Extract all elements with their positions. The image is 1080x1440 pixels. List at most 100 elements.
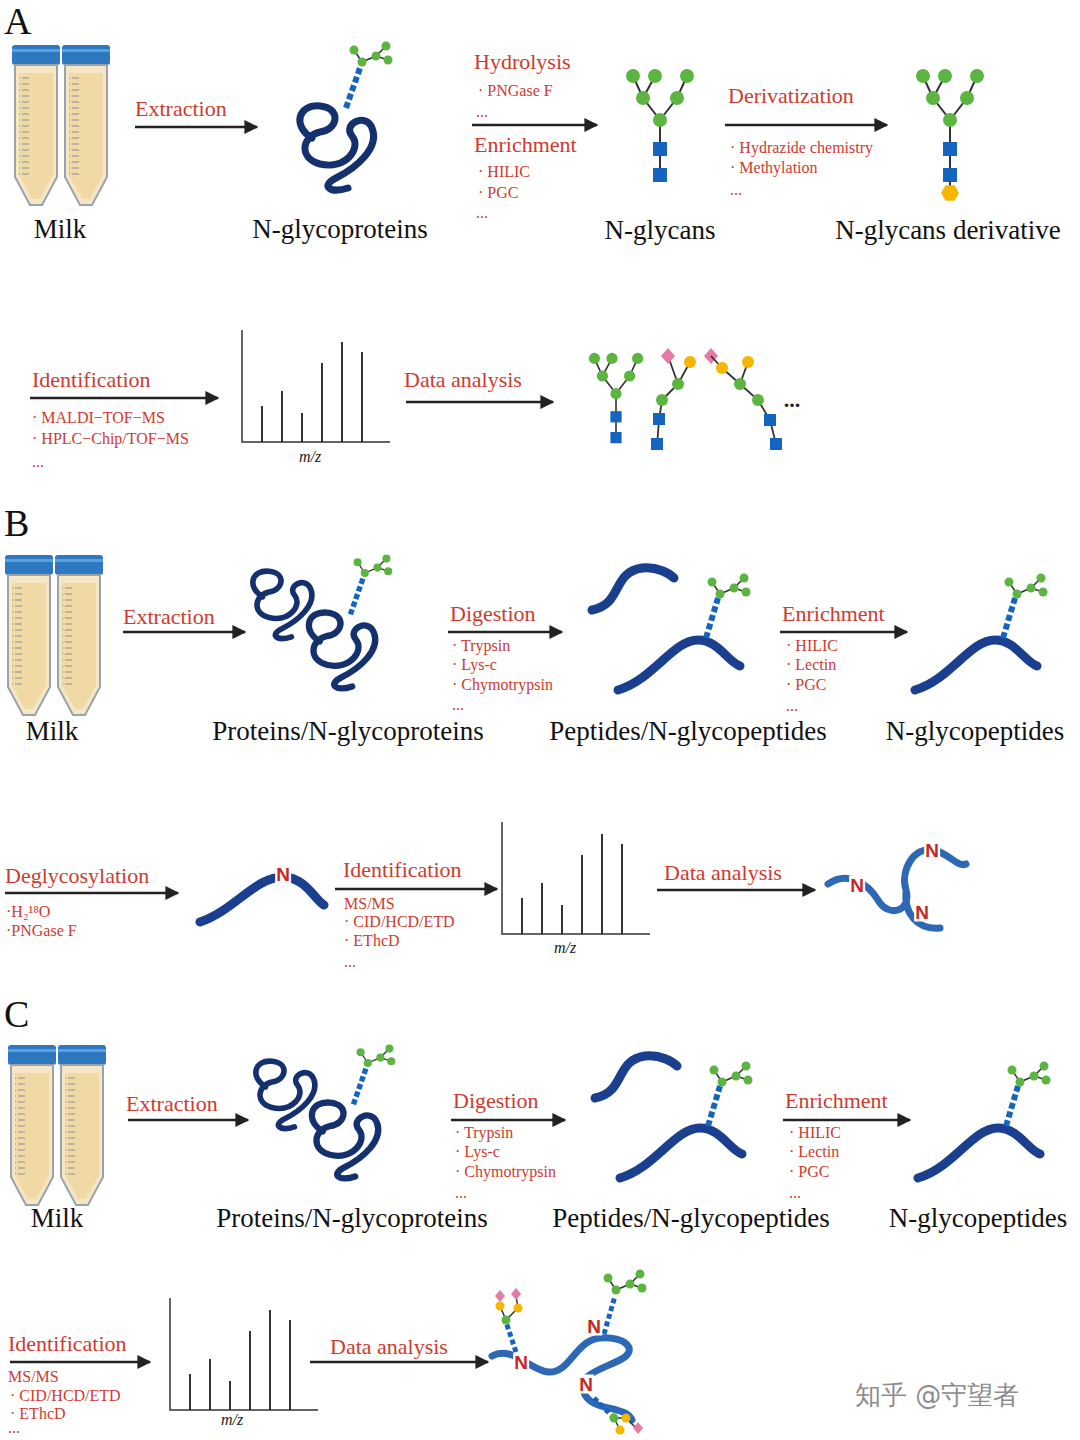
method-item: · Lectin [789, 1143, 839, 1161]
glycoprotein-result [492, 1270, 647, 1435]
stage-node: m/z [165, 1296, 310, 1410]
protein-fold [253, 571, 312, 638]
axis-label: m/z [554, 939, 576, 957]
mass-spectrum [242, 330, 390, 442]
step-heading: Data analysis [330, 1335, 448, 1359]
step-arrow [123, 631, 245, 634]
step-heading: Digestion [453, 1089, 539, 1113]
site-marker: N [586, 1317, 602, 1336]
method-item: · HILIC [786, 637, 838, 655]
step-arrow [657, 889, 815, 892]
step-arrow [5, 892, 178, 895]
method-item: · Lectin [786, 656, 836, 674]
step-heading: Identification [8, 1332, 127, 1356]
method-item: · Lys-c [452, 656, 497, 674]
method-item: · PGC [786, 676, 826, 694]
stage-node: m/z [236, 328, 406, 448]
stage-caption: Milk [31, 1203, 84, 1234]
stage-node: N-glycans derivative [887, 42, 997, 212]
step-heading: Enrichment [785, 1089, 888, 1113]
stage-node: Milk [8, 1042, 128, 1207]
n-glycan-icon [589, 353, 643, 443]
panel-letter: C [4, 994, 29, 1036]
step-arrow [725, 124, 887, 127]
step-arrow [448, 631, 562, 634]
step-heading: Extraction [123, 605, 215, 629]
glycopeptide-icon [620, 1062, 753, 1179]
panel-letter: B [4, 503, 29, 545]
stage-caption: N-glycans [605, 215, 716, 246]
step-arrow [406, 401, 553, 404]
tube-icon [12, 45, 60, 205]
stage-caption: N-glycans derivative [835, 215, 1061, 246]
mass-spectrum [502, 822, 650, 934]
step-arrow [10, 1361, 150, 1364]
method-item: ·PNGase F [6, 922, 77, 940]
step-heading: Hydrolysis [474, 50, 571, 74]
stage-caption: N-glycopeptides [886, 716, 1064, 747]
glycopeptide-icon [915, 574, 1048, 691]
method-item: ... [344, 953, 356, 971]
site-marker: N [578, 1375, 594, 1394]
site-marker: N [513, 1353, 529, 1372]
stage-node: N-glycans [597, 42, 725, 212]
tube-icon [58, 1045, 106, 1205]
peptide-icon [200, 877, 324, 922]
stage-caption: Milk [26, 716, 79, 747]
step-heading: Data analysis [404, 368, 522, 392]
n-glycan-icon [916, 69, 984, 182]
step-arrow [135, 126, 257, 129]
method-item: · Trypsin [452, 637, 510, 655]
method-item: · HPLC−Chip/TOF−MS [32, 430, 189, 448]
step-heading: Identification [343, 858, 462, 882]
step-arrow [335, 888, 497, 891]
protein-fold [256, 1061, 315, 1128]
stage-caption: Milk [34, 214, 87, 245]
step-arrow [780, 631, 907, 634]
step-arrow [30, 397, 218, 400]
step-heading: Data analysis [664, 861, 782, 885]
step-arrow [128, 1119, 248, 1122]
method-item: · MALDI−TOF−MS [32, 409, 165, 427]
hydrazide-tag [941, 185, 959, 201]
method-item: · EThcD [344, 932, 400, 950]
tube-icon [8, 1045, 56, 1205]
method-item: MS/MS [344, 895, 395, 913]
step-heading: Extraction [126, 1092, 218, 1116]
method-item: ... [786, 697, 798, 715]
method-item: · Chymotrypsin [455, 1163, 556, 1181]
stage-node: N-glycoproteins [257, 42, 472, 212]
method-item: ... [452, 696, 464, 714]
method-item: · CID/HCD/ETD [344, 913, 455, 931]
site-marker: N [924, 841, 940, 860]
axis-label: m/z [299, 448, 321, 466]
tube-icon [62, 45, 110, 205]
method-item: ·H₂¹⁸O [6, 903, 50, 921]
stage-caption: N-glycopeptides [889, 1203, 1067, 1234]
step-arrow [783, 1119, 910, 1122]
method-item: ... [476, 204, 488, 222]
peptide-icon [595, 1056, 677, 1098]
watermark: 知乎 @守望者 [855, 1381, 1019, 1410]
mass-spectrum [170, 1298, 318, 1410]
site-marker: N [849, 876, 865, 895]
stage-node: N N N [815, 838, 970, 938]
stage-node: m/z [497, 822, 657, 937]
glycan-structures [651, 348, 782, 450]
glycoprotein-icon [309, 555, 392, 689]
method-item: ... [730, 181, 742, 199]
method-item: · HILIC [789, 1124, 841, 1142]
method-item: · HILIC [478, 163, 530, 181]
method-item: · Chymotrypsin [452, 676, 553, 694]
method-item: ... [8, 1419, 20, 1437]
step-heading: Identification [32, 368, 151, 392]
site-marker: N [914, 903, 930, 922]
method-item: · PNGase F [478, 82, 553, 100]
method-item: · PGC [789, 1163, 829, 1181]
stage-caption: Peptides/N-glycopeptides [549, 716, 826, 747]
method-item: · Trypsin [455, 1124, 513, 1142]
step-heading: Deglycosylation [5, 864, 149, 888]
step-heading: Extraction [135, 97, 227, 121]
stage-node: Proteins/N-glycoproteins [248, 1042, 451, 1192]
